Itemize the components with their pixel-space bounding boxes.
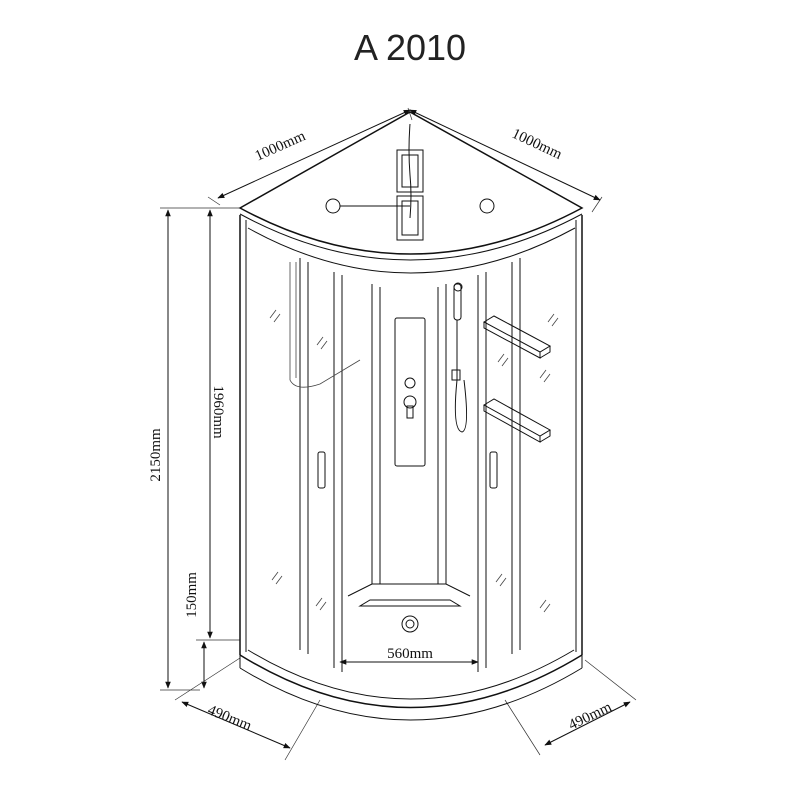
dimension-label-tray-height: 150mm	[184, 572, 200, 618]
dimension-label-top-right: 1000mm	[509, 126, 564, 163]
dimension-label-bottom-left: 490mm	[205, 702, 254, 734]
top-dimension-right: 1000mm	[409, 109, 603, 213]
roof-light-right	[479, 198, 495, 214]
shelf-upper	[482, 315, 552, 359]
roof-light-left	[325, 198, 341, 214]
dimension-label-bottom-right: 490mm	[566, 699, 615, 734]
drain-icon	[401, 615, 419, 633]
tray-height-dimension: 150mm	[184, 572, 240, 689]
door-opening-dimension: 560mm	[339, 646, 479, 665]
shower-tray	[239, 583, 583, 721]
cabin-frame	[239, 215, 583, 672]
mixer-knob-upper	[404, 377, 416, 389]
dimension-label-door-opening: 560mm	[387, 646, 433, 662]
cabin-roof	[238, 111, 584, 274]
mixer-knob-lower	[403, 395, 417, 409]
drawing-title: A 2010	[354, 27, 466, 68]
door-handle-left	[317, 451, 326, 489]
back-control-panel	[394, 282, 468, 467]
dimension-label-total-height: 2150mm	[148, 428, 164, 482]
dimension-label-top-left: 1000mm	[253, 128, 309, 164]
total-height-dimension: 2150mm	[148, 207, 240, 691]
cabin-height-dimension: 1960mm	[207, 209, 226, 639]
door-handle-right	[489, 451, 498, 489]
glass-reflection-marks	[269, 309, 559, 613]
bottom-dimension-left: 490mm	[174, 657, 321, 761]
shower-head-icon	[451, 282, 468, 433]
top-dimension-left: 1000mm	[207, 107, 413, 206]
shelf-lower	[482, 398, 552, 443]
dimension-label-cabin-height: 1960mm	[210, 385, 226, 439]
